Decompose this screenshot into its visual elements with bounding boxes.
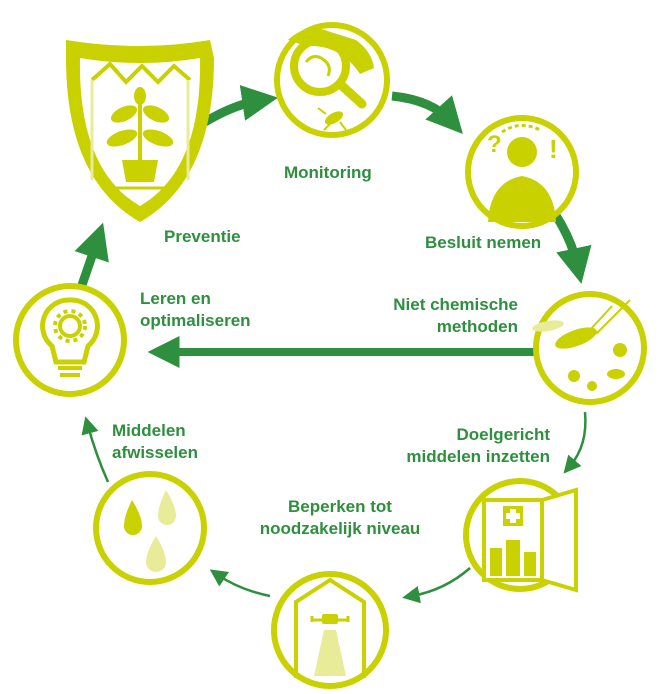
- arrow-leren-preventie: [74, 222, 109, 287]
- droplets-icon: [93, 471, 207, 585]
- label-niet-chemische-line2: methoden: [436, 317, 518, 336]
- label-besluit-nemen: Besluit nemen: [425, 233, 542, 252]
- label-beperken-line1: Beperken tot: [288, 497, 392, 516]
- label-middelen-afwisselen: Middelen afwisselen: [112, 420, 198, 464]
- label-beperken-noodzakelijk-niveau: Beperken tot noodzakelijk niveau: [240, 496, 440, 540]
- label-leren-line2: optimaliseren: [140, 311, 251, 330]
- label-doelgericht-line2: middelen inzetten: [406, 447, 550, 466]
- label-doelgericht-line1: Doelgericht: [456, 425, 550, 444]
- label-afwisselen-line2: afwisselen: [112, 443, 198, 462]
- person-question-exclamation-icon: ? !: [465, 115, 579, 229]
- label-leren-optimaliseren: Leren en optimaliseren: [140, 288, 251, 332]
- arrow-nietchemisch-doelgericht: [563, 411, 587, 474]
- beneficial-insects-icon: [532, 291, 647, 405]
- arrow-preventie-monitoring: [202, 85, 279, 126]
- label-niet-chemische-methoden: Niet chemische methoden: [358, 294, 518, 338]
- greenhouse-plant-shield-icon: [66, 40, 214, 222]
- label-beperken-line2: noodzakelijk niveau: [259, 519, 421, 538]
- label-preventie: Preventie: [164, 227, 241, 246]
- arrow-besluit-nietchemisch: [551, 211, 592, 284]
- label-afwisselen-line1: Middelen: [112, 421, 186, 440]
- label-doelgericht-middelen-inzetten: Doelgericht middelen inzetten: [380, 424, 550, 468]
- svg-text:!: !: [549, 134, 558, 164]
- arrow-doelgericht-beperken: [402, 567, 471, 604]
- arrow-afwisselen-leren: [81, 416, 110, 483]
- label-niet-chemische-line1: Niet chemische: [393, 295, 518, 314]
- arrow-monitoring-besluit: [391, 91, 463, 134]
- label-monitoring: Monitoring: [284, 163, 372, 182]
- arrow-beperken-afwisselen: [209, 569, 271, 598]
- lightbulb-gear-icon: [13, 283, 127, 397]
- medicine-cabinet-icon: [463, 478, 578, 593]
- greenhouse-drone-icon: [271, 571, 389, 689]
- label-leren-line1: Leren en: [140, 289, 211, 308]
- magnifier-insect-icon: [274, 22, 390, 138]
- svg-text:?: ?: [487, 131, 502, 158]
